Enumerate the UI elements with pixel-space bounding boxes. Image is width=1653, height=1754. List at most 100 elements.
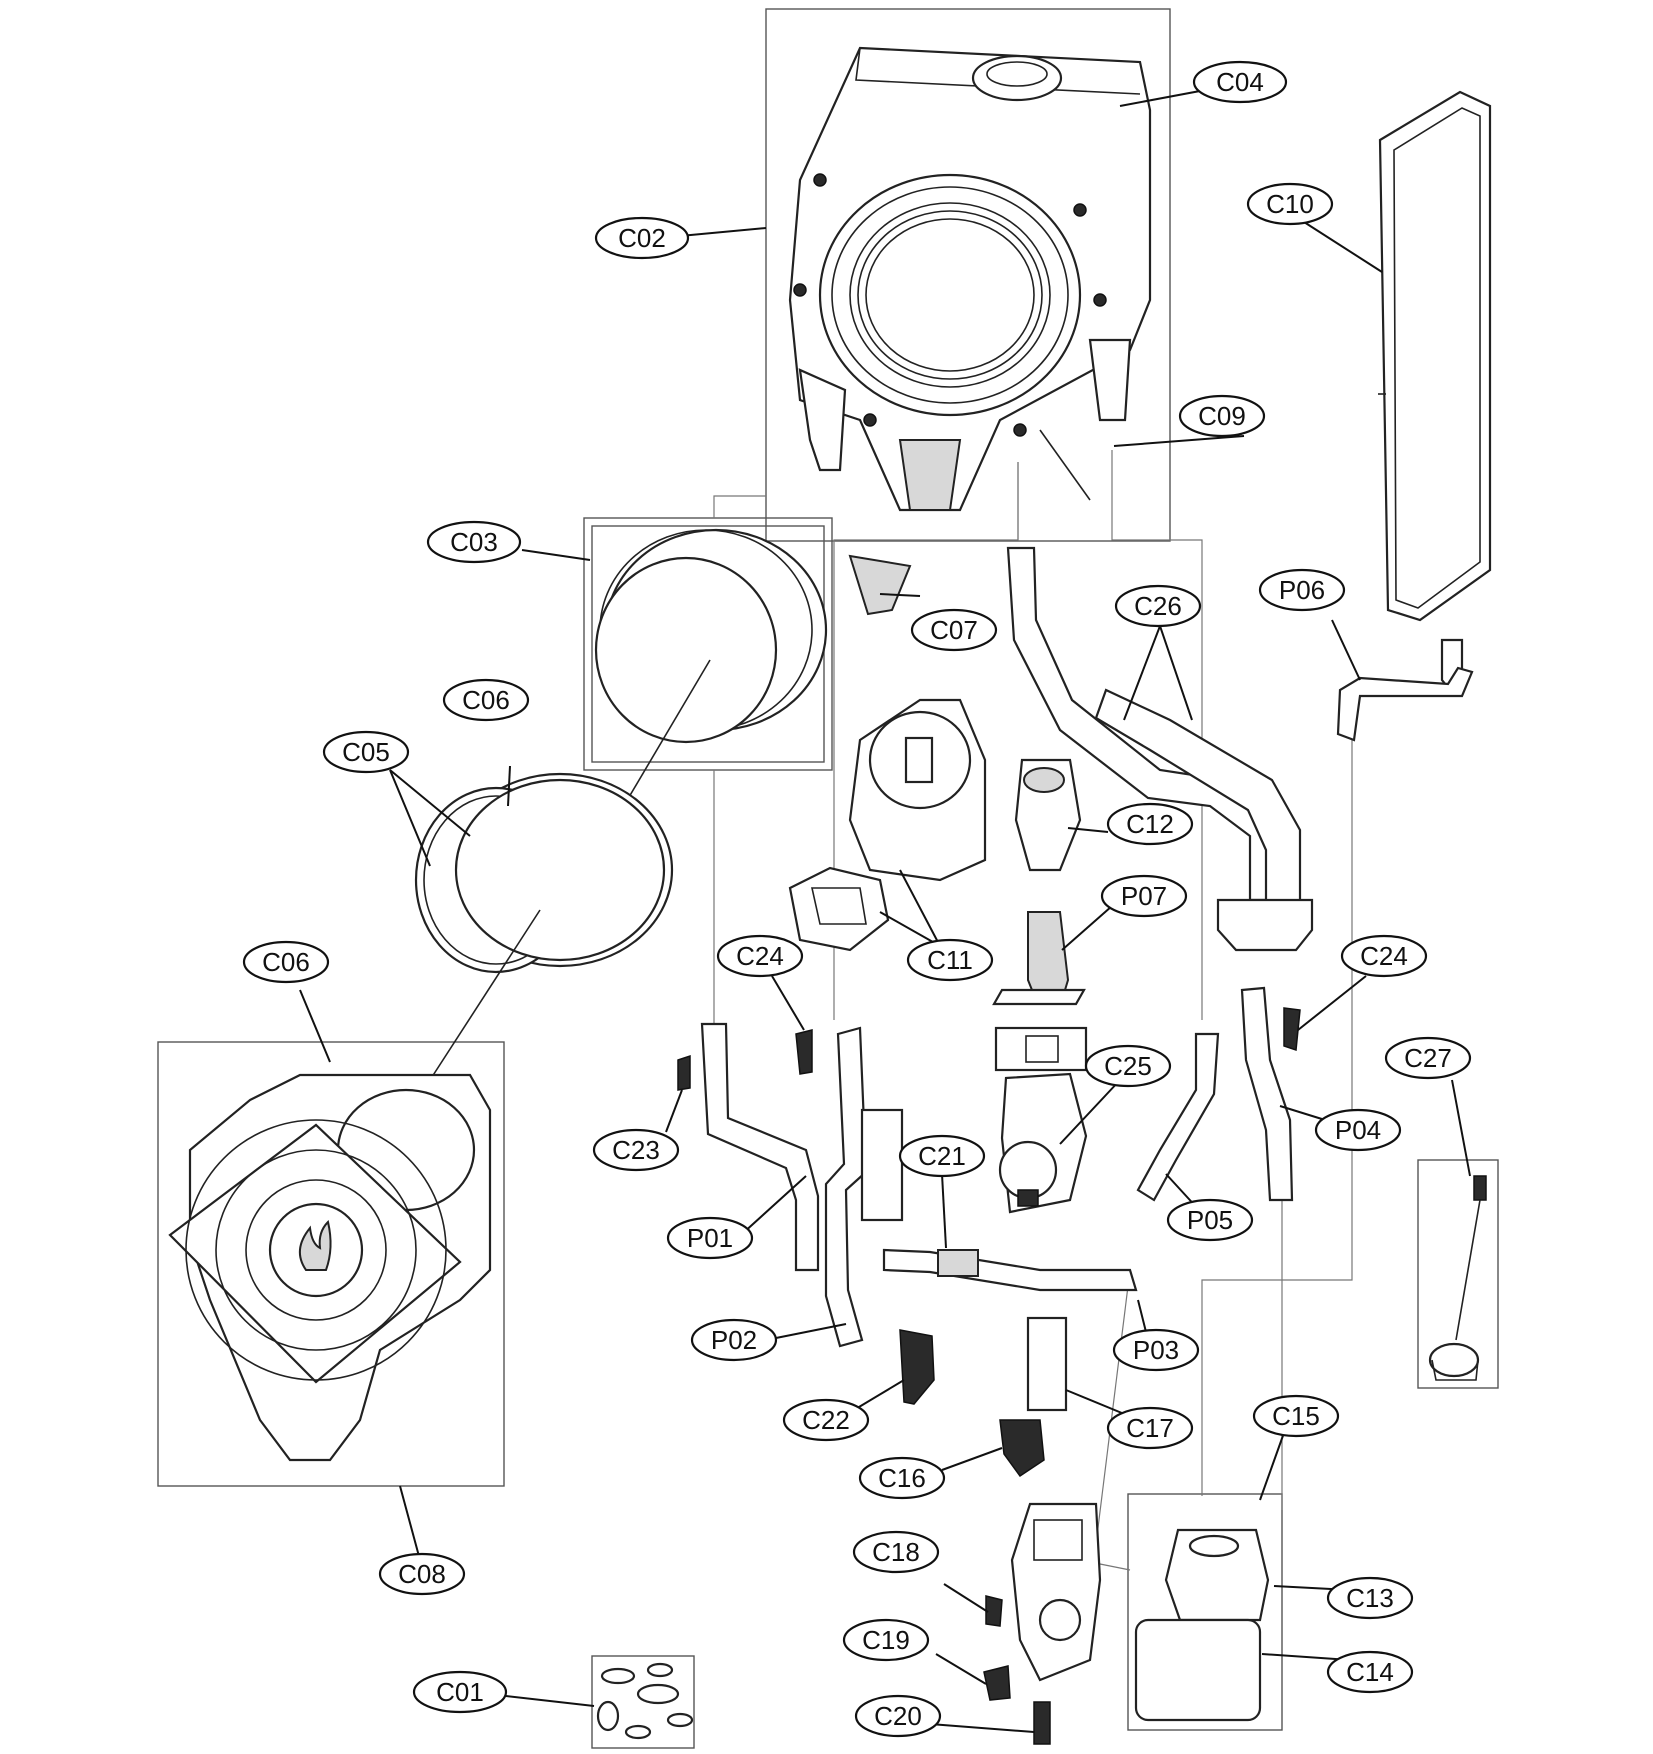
frame-c27 [1417,1159,1499,1389]
label-c07: C07 [910,608,998,652]
label-c03: C03 [426,520,522,564]
label-c12: C12 [1106,802,1194,846]
gasket-rings [414,772,674,1081]
label-c17: C17 [1106,1406,1194,1450]
label-p03: P03 [1112,1328,1200,1372]
svg-text:P01: P01 [687,1223,733,1253]
frame-seal-kit [591,1655,695,1749]
gas-valve [998,1072,1088,1214]
guide-p03 [1093,1269,1131,1561]
svg-text:C07: C07 [930,615,978,645]
svg-text:C22: C22 [802,1405,850,1435]
label-c08: C08 [378,1552,466,1596]
label-c25: C25 [1084,1044,1172,1088]
pipe-p05 [1136,1032,1220,1202]
label-c27: C27 [1384,1036,1472,1080]
pipe-p02-sleeve [860,1108,904,1222]
svg-text:C17: C17 [1126,1413,1174,1443]
svg-text:C04: C04 [1216,67,1264,97]
burner-door [168,1073,492,1462]
seal-kit [596,1662,694,1740]
svg-text:C25: C25 [1104,1051,1152,1081]
label-c13: C13 [1326,1576,1414,1620]
label-c24-left: C24 [716,934,804,978]
svg-text:P06: P06 [1279,575,1325,605]
label-c20: C20 [854,1694,942,1738]
label-c01: C01 [412,1670,508,1714]
label-p02: P02 [690,1318,778,1362]
svg-text:C27: C27 [1404,1043,1452,1073]
label-c24-right: C24 [1340,934,1428,978]
svg-text:C12: C12 [1126,809,1174,839]
svg-text:C18: C18 [872,1537,920,1567]
svg-text:C02: C02 [618,223,666,253]
label-p06: P06 [1258,568,1346,612]
pipe-p02 [824,1026,868,1348]
svg-text:C03: C03 [450,527,498,557]
svg-text:C09: C09 [1198,401,1246,431]
label-c06-upper: C06 [442,678,530,722]
svg-text:C10: C10 [1266,189,1314,219]
svg-text:C26: C26 [1134,591,1182,621]
heat-exchanger [788,46,1152,512]
svg-text:C08: C08 [398,1559,446,1589]
svg-text:P03: P03 [1133,1335,1179,1365]
label-c22: C22 [782,1398,870,1442]
venturi-assembly [992,758,1088,1072]
label-c26: C26 [1114,584,1202,628]
label-p05: P05 [1166,1198,1254,1242]
label-c09: C09 [1178,394,1266,438]
frame-heat-exchanger [765,8,1171,542]
svg-text:P02: P02 [711,1325,757,1355]
pipe-p04 [1240,986,1294,1202]
bracket-part [848,554,912,616]
label-c05: C05 [322,730,410,774]
sensor-c16 [999,1419,1045,1478]
svg-text:C24: C24 [1360,941,1408,971]
svg-text:C19: C19 [862,1625,910,1655]
part-c18 [985,1595,1003,1627]
part-c19 [983,1665,1011,1701]
label-c15: C15 [1252,1394,1340,1438]
frame-burner-cover [583,517,833,771]
group-callouts: C01 C02 C03 C04 C05 C06 C06 C07 C08 C09 … [242,60,1472,1738]
svg-text:C13: C13 [1346,1583,1394,1613]
tee-c21 [937,1249,979,1277]
svg-text:C06: C06 [262,947,310,977]
expansion-vessel [1378,90,1492,692]
label-p01: P01 [666,1216,754,1260]
valve-c22 [899,1329,935,1405]
clip-c24-left [795,1029,813,1075]
pipe-p03 [882,1248,1138,1292]
svg-text:C20: C20 [874,1701,922,1731]
svg-text:C21: C21 [918,1141,966,1171]
label-c19: C19 [842,1618,930,1662]
hydraulic-block [1010,1502,1102,1682]
clip-c23 [677,1054,691,1091]
label-c06-lower: C06 [242,940,330,984]
frame-pump [1127,1493,1283,1731]
label-c04: C04 [1192,60,1288,104]
guide-p06 [1201,740,1353,1496]
label-c10: C10 [1246,182,1334,226]
frame-burner-door [157,1041,505,1487]
fill-probe [1428,1175,1487,1381]
label-p07: P07 [1100,874,1188,918]
burner-cover [579,528,828,881]
label-p04: P04 [1314,1108,1402,1152]
pipe-p01 [700,1022,820,1272]
clip-c24-right [1283,1007,1301,1052]
svg-text:C05: C05 [342,737,390,767]
svg-text:P07: P07 [1121,881,1167,911]
svg-text:C14: C14 [1346,1657,1394,1687]
svg-text:C23: C23 [612,1135,660,1165]
label-c21: C21 [898,1134,986,1178]
label-c16: C16 [858,1456,946,1500]
svg-text:C15: C15 [1272,1401,1320,1431]
svg-text:P05: P05 [1187,1205,1233,1235]
label-c23: C23 [592,1128,680,1172]
svg-text:P04: P04 [1335,1115,1381,1145]
label-c11: C11 [906,938,994,982]
label-c18: C18 [852,1530,940,1574]
svg-text:C01: C01 [436,1677,484,1707]
